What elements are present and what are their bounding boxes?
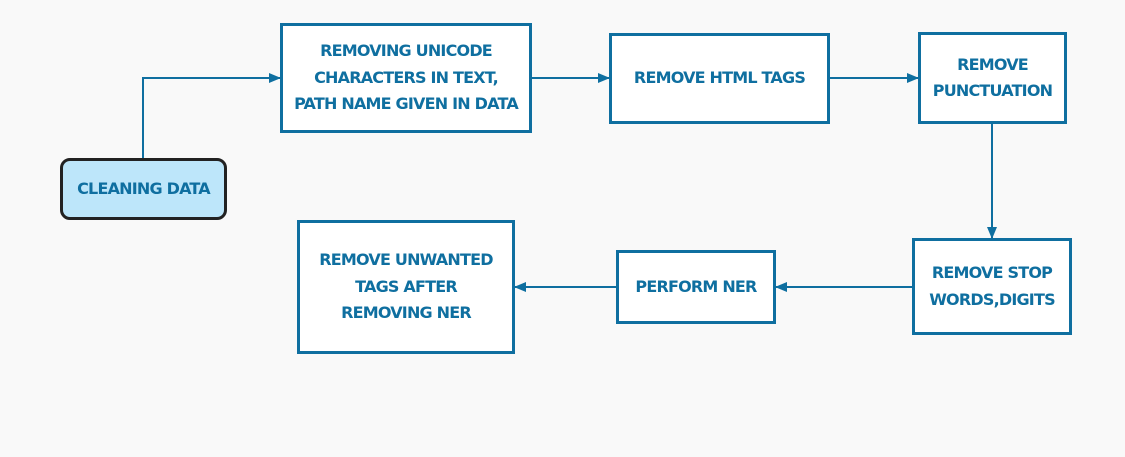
step-remove-stop-words-label: REMOVE STOP WORDS,DIGITS — [929, 263, 1055, 309]
step-remove-unicode-label: REMOVING UNICODE CHARACTERS IN TEXT, PAT… — [294, 41, 519, 114]
step-remove-html-tags-label: REMOVE HTML TAGS — [633, 68, 806, 88]
connector-start-to-unicode — [142, 73, 281, 158]
step-remove-html-tags: REMOVE HTML TAGS — [609, 33, 830, 124]
start-node-label: CLEANING DATA — [77, 178, 211, 198]
step-perform-ner-label: PERFORM NER — [635, 276, 757, 296]
step-remove-punctuation-label: REMOVE PUNCTUATION — [932, 54, 1053, 100]
step-perform-ner: PERFORM NER — [616, 250, 776, 324]
step-remove-unicode: REMOVING UNICODE CHARACTERS IN TEXT, PAT… — [280, 23, 532, 133]
step-remove-punctuation: REMOVE PUNCTUATION — [918, 32, 1067, 124]
step-remove-stop-words: REMOVE STOP WORDS,DIGITS — [912, 238, 1072, 335]
start-node-cleaning-data: CLEANING DATA — [60, 158, 227, 220]
step-remove-unwanted-tags-label: REMOVE UNWANTED TAGS AFTER REMOVING NER — [319, 250, 493, 323]
step-remove-unwanted-tags: REMOVE UNWANTED TAGS AFTER REMOVING NER — [297, 220, 515, 354]
